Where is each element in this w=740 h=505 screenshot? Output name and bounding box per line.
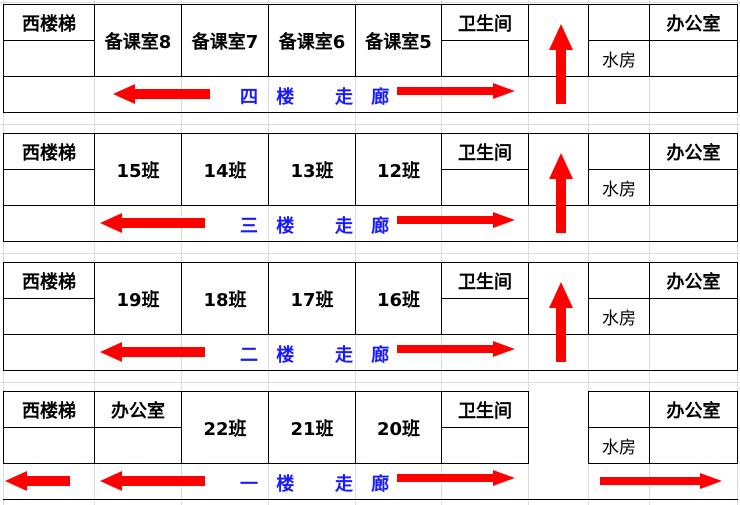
arrow-right-icon [600, 473, 722, 489]
empty-cell [441, 298, 529, 335]
water-room-label: 水房 [588, 40, 650, 77]
toilet-label: 卫生间 [441, 391, 529, 428]
room-label: 备课室8 [94, 4, 182, 77]
gridline [528, 0, 529, 505]
corridor-label: 走 廊 [335, 216, 396, 237]
arrow-right-icon [397, 341, 515, 357]
room-label: 21班 [268, 391, 356, 464]
gridline [355, 0, 356, 505]
office-label: 办公室 [649, 4, 738, 41]
gridline [737, 0, 738, 505]
room-label: 13班 [268, 133, 356, 206]
empty-cell [94, 427, 182, 464]
corridor-label: 走 廊 [335, 87, 396, 108]
stairs-label: 西楼梯 [3, 262, 95, 299]
corridor-floor-label: 一 楼 [240, 474, 301, 495]
corridor-row [3, 463, 738, 500]
arrow-left-icon [5, 471, 70, 491]
room-label: 备课室6 [268, 4, 356, 77]
office-label: 办公室 [649, 133, 738, 170]
arrow-right-icon [397, 212, 515, 228]
empty-cell [441, 169, 529, 206]
corridor-label: 走 廊 [335, 474, 396, 495]
gridline [649, 0, 650, 505]
toilet-label: 卫生间 [441, 133, 529, 170]
corridor-floor-label: 三 楼 [240, 216, 301, 237]
corridor-row [3, 334, 738, 371]
room-label: 17班 [268, 262, 356, 335]
gridline [0, 124, 740, 125]
empty-cell [441, 427, 529, 464]
empty-cell [588, 391, 650, 428]
corridor-row [3, 205, 738, 242]
office-label: 办公室 [649, 262, 738, 299]
corridor-label: 走 廊 [335, 345, 396, 366]
empty-cell [3, 40, 95, 77]
room-label: 20班 [355, 391, 442, 464]
stairs-label: 西楼梯 [3, 391, 95, 428]
room-label: 14班 [181, 133, 269, 206]
arrow-left-icon [100, 342, 205, 362]
arrow-up-icon [549, 24, 573, 104]
gridline [0, 2, 740, 3]
stairs-label: 西楼梯 [3, 133, 95, 170]
empty-cell [588, 133, 650, 170]
water-room-label: 水房 [588, 427, 650, 464]
corridor-row [3, 76, 738, 113]
room-label: 12班 [355, 133, 442, 206]
stairs-label: 西楼梯 [3, 4, 95, 41]
arrow-left-icon [100, 213, 205, 233]
gridline [588, 0, 589, 505]
arrow-left-icon [100, 471, 205, 491]
empty-cell [649, 40, 738, 77]
empty-cell [649, 169, 738, 206]
room-label: 18班 [181, 262, 269, 335]
gridline [0, 253, 740, 254]
empty-cell [588, 262, 650, 299]
room-label: 16班 [355, 262, 442, 335]
water-room-label: 水房 [588, 298, 650, 335]
arrow-up-icon [549, 282, 573, 362]
empty-cell [3, 298, 95, 335]
empty-cell [649, 427, 738, 464]
room-label: 22班 [181, 391, 269, 464]
arrow-right-icon [397, 83, 515, 99]
empty-cell [649, 298, 738, 335]
water-room-label: 水房 [588, 169, 650, 206]
gridline [3, 0, 4, 505]
empty-cell [441, 40, 529, 77]
room-label: 15班 [94, 133, 182, 206]
room-label: 19班 [94, 262, 182, 335]
empty-cell [588, 4, 650, 41]
room-label: 备课室7 [181, 4, 269, 77]
toilet-label: 卫生间 [441, 4, 529, 41]
gridline [181, 0, 182, 505]
gridline [441, 0, 442, 505]
arrow-up-icon [549, 153, 573, 233]
arrow-left-icon [113, 84, 210, 104]
toilet-label: 卫生间 [441, 262, 529, 299]
corridor-floor-label: 四 楼 [240, 87, 301, 108]
empty-cell [3, 427, 95, 464]
room-label: 备课室5 [355, 4, 442, 77]
gridline [268, 0, 269, 505]
arrow-right-icon [397, 470, 515, 486]
empty-cell [3, 169, 95, 206]
corridor-floor-label: 二 楼 [240, 345, 301, 366]
office-label: 办公室 [649, 391, 738, 428]
gridline [0, 382, 740, 383]
office-label: 办公室 [94, 391, 182, 428]
gridline [94, 0, 95, 505]
